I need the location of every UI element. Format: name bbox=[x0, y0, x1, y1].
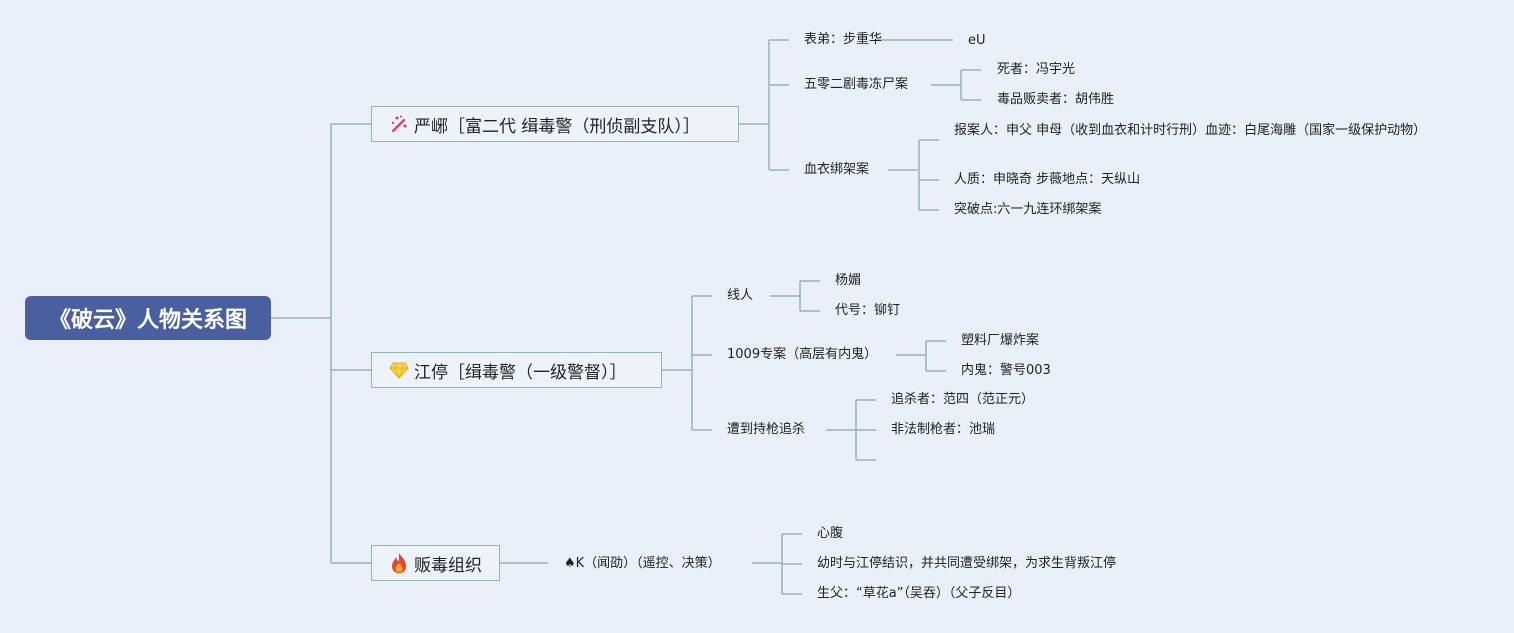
subtopic-node[interactable]: 人质：申晓奇 步薇地点：天纵山 bbox=[954, 172, 1141, 187]
magic-wand-icon bbox=[388, 113, 410, 135]
branch-node-jiangting[interactable]: 江停［缉毒警（一级警督）］ bbox=[371, 352, 662, 388]
connector-b1-item3 bbox=[888, 139, 939, 211]
topic-node[interactable]: 表弟：步重华 bbox=[804, 32, 883, 47]
branch-label: 严峫［富二代 缉毒警（刑侦副支队）］ bbox=[414, 116, 700, 137]
subtopic-node[interactable]: 突破点:六一九连环绑架案 bbox=[954, 202, 1102, 217]
subtopic-node[interactable]: 幼时与江停结识，并共同遭受绑架，为求生背叛江停 bbox=[817, 556, 1117, 571]
subtopic-node[interactable]: 报案人：申父 申母（收到血衣和计时行刑）血迹：白尾海雕（国家一级保护动物） bbox=[954, 123, 1427, 138]
connector-b2-item2 bbox=[896, 340, 946, 372]
subtopic-node[interactable]: eU bbox=[968, 33, 986, 48]
subtopic-node[interactable]: 毒品贩卖者：胡伟胜 bbox=[997, 92, 1115, 107]
connector-b1-item2 bbox=[931, 69, 981, 101]
topic-node[interactable]: ♠K（闻劭）（遥控、决策） bbox=[564, 556, 721, 571]
subtopic-node[interactable]: 塑料厂爆炸案 bbox=[961, 333, 1040, 348]
topic-node[interactable]: 1009专案（高层有内鬼） bbox=[727, 347, 878, 362]
branch-label: 贩毒组织 bbox=[414, 555, 482, 576]
topic-node[interactable]: 遭到持枪追杀 bbox=[727, 422, 806, 437]
subtopic-node[interactable]: 杨媚 bbox=[835, 273, 862, 288]
subtopic-node[interactable]: 非法制枪者：池瑞 bbox=[891, 422, 996, 437]
subtopic-node[interactable]: 死者：冯宇光 bbox=[997, 62, 1076, 77]
branch-node-drug-org[interactable]: 贩毒组织 bbox=[371, 545, 500, 581]
gem-icon bbox=[388, 359, 410, 381]
subtopic-node[interactable]: 心腹 bbox=[817, 526, 844, 541]
subtopic-node[interactable]: 内鬼：警号003 bbox=[961, 363, 1051, 378]
topic-node[interactable]: 五零二剧毒冻尸案 bbox=[804, 77, 909, 92]
connector-b2-item3 bbox=[826, 399, 876, 461]
branch-node-yanxie[interactable]: 严峫［富二代 缉毒警（刑侦副支队）］ bbox=[371, 106, 739, 142]
root-node[interactable]: 《破云》人物关系图 bbox=[25, 296, 271, 340]
topic-node[interactable]: 线人 bbox=[727, 288, 754, 303]
connector-branch2 bbox=[662, 295, 712, 431]
subtopic-node[interactable]: 生父：“草花a”（吴吞）（父子反目） bbox=[817, 586, 1021, 601]
connector-b3-item1 bbox=[752, 533, 802, 595]
subtopic-node[interactable]: 代号：铆钉 bbox=[835, 303, 901, 318]
connector-root bbox=[271, 123, 371, 564]
connector-branch1 bbox=[739, 39, 789, 171]
branch-label: 江停［缉毒警（一级警督）］ bbox=[414, 362, 627, 383]
topic-node[interactable]: 血衣绑架案 bbox=[804, 162, 870, 177]
fire-icon bbox=[388, 552, 410, 574]
subtopic-node[interactable]: 追杀者：范四（范正元） bbox=[891, 392, 1035, 407]
connector-b2-item1 bbox=[770, 280, 820, 312]
